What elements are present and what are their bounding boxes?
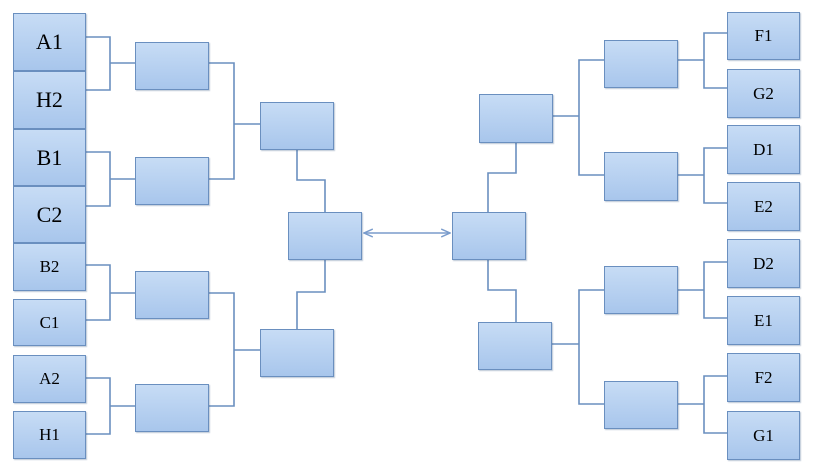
- right-round1-match-2: [604, 152, 678, 201]
- team-d2: D2: [727, 239, 800, 288]
- team-g2: G2: [727, 69, 800, 118]
- left-round1-match-1: [135, 42, 209, 90]
- team-f2: F2: [727, 353, 800, 402]
- left-quarterfinal-2: [260, 329, 334, 377]
- team-c2: C2: [13, 186, 86, 243]
- right-connectors: [487, 32, 727, 434]
- right-round1-match-4: [604, 381, 678, 429]
- team-a2: A2: [13, 355, 86, 403]
- left-semifinal: [288, 212, 362, 260]
- left-connectors: [86, 36, 326, 435]
- team-b1: B1: [13, 129, 86, 186]
- team-h1: H1: [13, 411, 86, 459]
- team-b2: B2: [13, 243, 86, 291]
- right-round1-match-1: [604, 40, 678, 88]
- right-round1-match-3: [604, 266, 678, 314]
- right-semifinal: [452, 212, 526, 260]
- left-quarterfinal-1: [260, 102, 334, 150]
- left-round1-match-3: [135, 271, 209, 319]
- team-d1: D1: [727, 125, 800, 174]
- team-g1: G1: [727, 411, 800, 460]
- team-f1: F1: [727, 12, 800, 60]
- team-c1: C1: [13, 299, 86, 346]
- right-quarterfinal-2: [478, 322, 552, 370]
- team-a1: A1: [13, 13, 86, 71]
- team-h2: H2: [13, 71, 86, 129]
- team-e1: E1: [727, 296, 800, 345]
- left-round1-match-2: [135, 157, 209, 205]
- team-e2: E2: [727, 182, 800, 231]
- right-quarterfinal-1: [479, 94, 553, 143]
- left-round1-match-4: [135, 384, 209, 432]
